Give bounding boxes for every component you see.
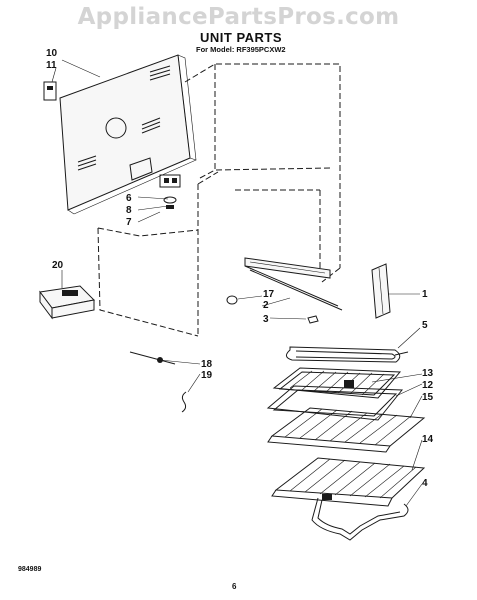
broil-element-part-5: [286, 346, 409, 363]
oven-rack-part-15: [267, 407, 426, 453]
callout-14: 14: [422, 434, 434, 445]
bracket-part-11: [43, 81, 57, 101]
leader-lines: [51, 59, 423, 507]
callout-11: 11: [46, 60, 57, 71]
rear-panel: [59, 54, 197, 215]
clip-part-3: [307, 315, 319, 324]
sensor-part-18: [129, 351, 176, 365]
panel-vents-3: [77, 155, 97, 171]
callout-17: 17: [263, 289, 275, 300]
callout-19: 19: [201, 370, 213, 381]
callout-7: 7: [126, 217, 132, 228]
callout-2: 2: [263, 300, 269, 311]
cabinet-frame: [97, 63, 341, 337]
callout-1: 1: [422, 289, 428, 300]
watermark: AppliancePartsPros.com: [77, 4, 400, 30]
callout-18: 18: [201, 359, 213, 370]
control-box-part-20: [39, 285, 96, 320]
side-trim-part-1: [371, 263, 391, 319]
callout-13: 13: [422, 368, 434, 379]
callout-3: 3: [263, 314, 269, 325]
broiler-pan-part-12: [266, 385, 404, 421]
bake-element-part-4: [311, 494, 409, 541]
model-subtitle: For Model: RF395PCXW2: [196, 45, 286, 54]
callout-12: 12: [422, 380, 434, 391]
footer-code: 984989: [18, 566, 42, 573]
hardware-parts-6-8-7: [163, 196, 177, 209]
panel-vents-1: [149, 65, 171, 81]
wire-part-19: [181, 391, 187, 413]
drawer-track-part-2: [244, 257, 343, 311]
page-title: UNIT PARTS: [200, 30, 283, 45]
callout-4: 4: [422, 478, 428, 489]
broiler-pan-part-13: [272, 367, 402, 399]
oven-rack-part-14: [271, 457, 426, 507]
callout-8: 8: [126, 205, 132, 216]
callout-6: 6: [126, 193, 132, 204]
panel-vents-2: [141, 117, 161, 134]
callout-5: 5: [422, 320, 428, 331]
grommet-part-17: [226, 295, 238, 305]
callout-20: 20: [52, 260, 64, 271]
callout-15: 15: [422, 392, 434, 403]
page-number: 6: [232, 582, 237, 591]
callout-10: 10: [46, 48, 58, 59]
